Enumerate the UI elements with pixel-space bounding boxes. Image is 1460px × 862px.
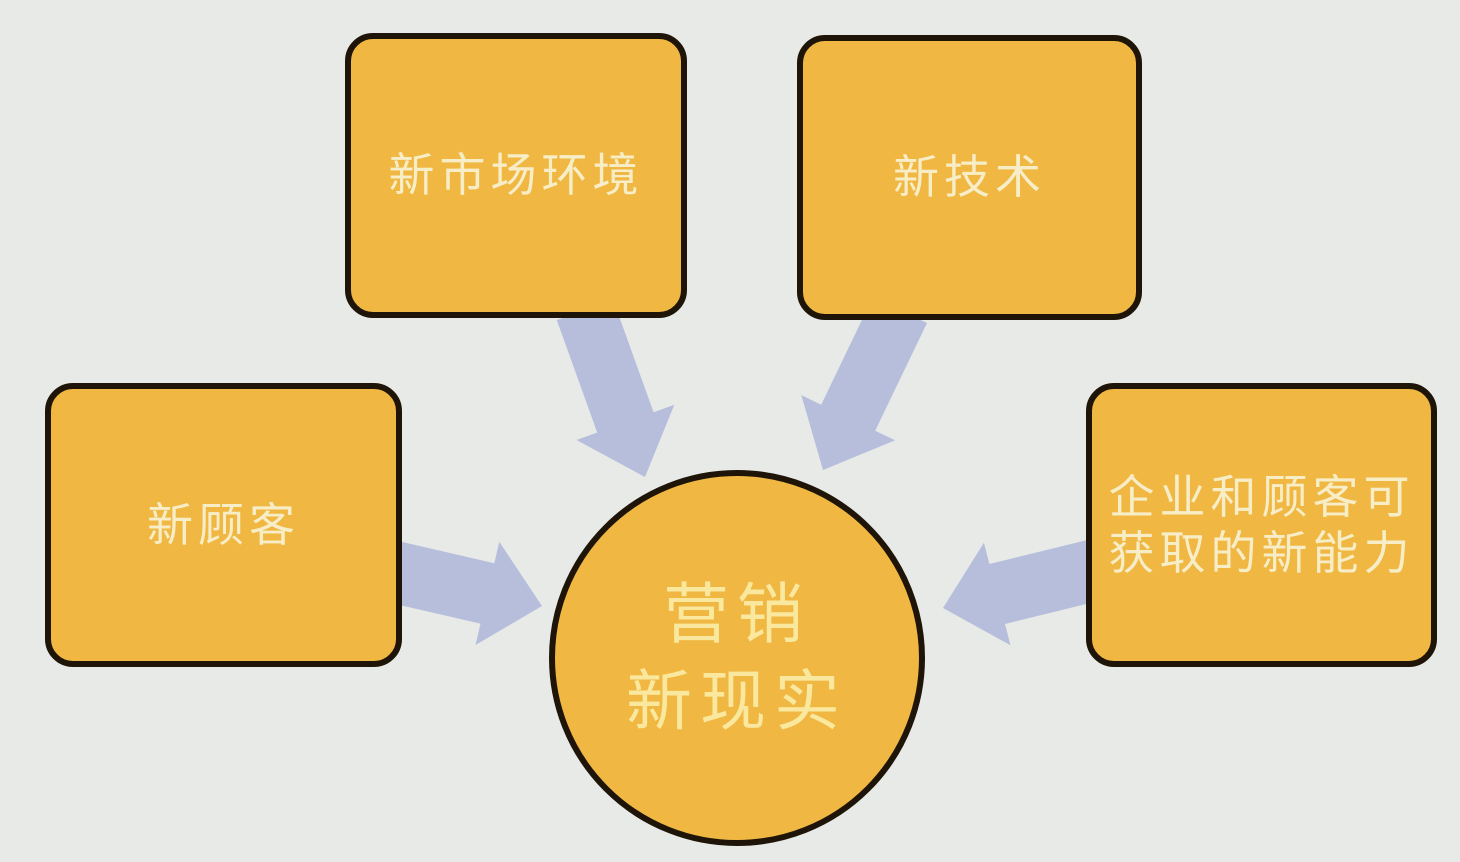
node-new-customers-label: 新顾客 — [147, 498, 300, 551]
node-new-customers: 新顾客 — [45, 383, 402, 667]
arrow-new-technology-to-center — [801, 297, 927, 470]
node-new-market-environment: 新市场环境 — [345, 33, 687, 318]
node-new-market-environment-label: 新市场环境 — [388, 149, 644, 202]
center-label-line2: 新现实 — [626, 664, 848, 738]
node-new-capabilities-label-line1: 企业和顾客可 — [1108, 470, 1415, 523]
center-label-line1: 营销 — [663, 576, 811, 651]
node-new-technology: 新技术 — [797, 35, 1142, 320]
arrow-new-customers-to-center — [383, 540, 542, 645]
arrow-new-capabilities-to-center — [943, 540, 1103, 646]
arrow-new-market-environment-to-center — [556, 299, 675, 477]
node-new-technology-label: 新技术 — [893, 151, 1046, 204]
node-new-capabilities-label-line2: 获取的新能力 — [1108, 527, 1415, 579]
node-new-capabilities: 企业和顾客可 获取的新能力 — [1086, 383, 1437, 667]
node-marketing-new-realities: 营销 新现实 — [549, 470, 925, 846]
